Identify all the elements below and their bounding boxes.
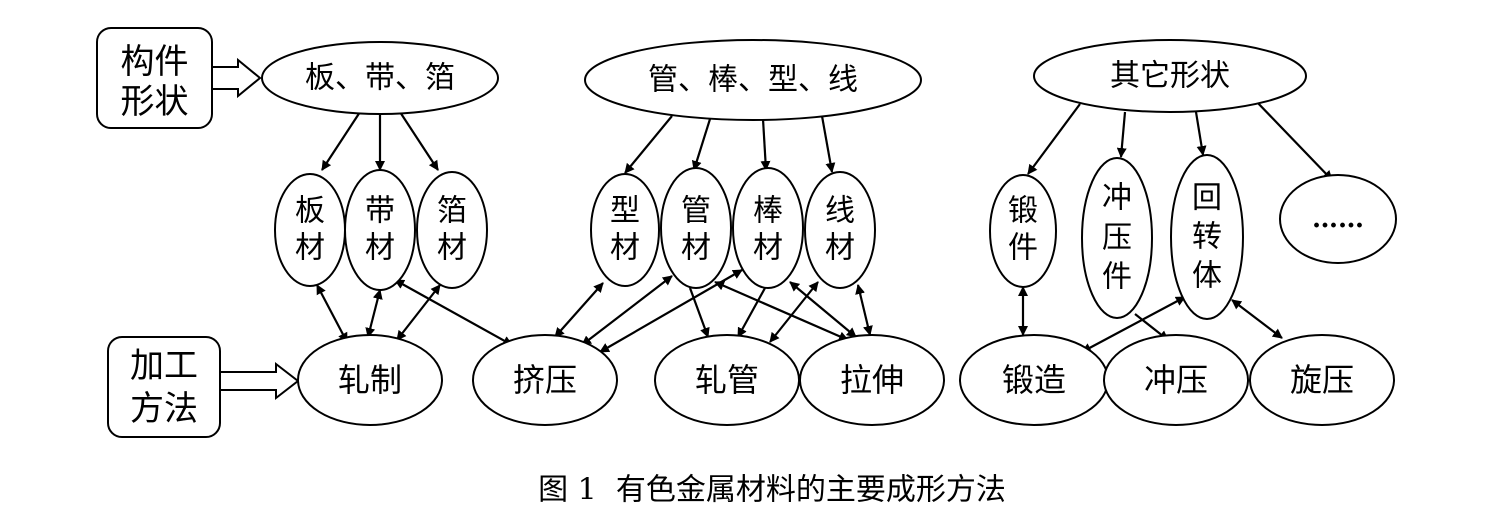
product-char: 体 (1192, 259, 1222, 294)
edge-long-to-wire (820, 115, 836, 173)
method-rolling: 轧制 (297, 334, 443, 426)
method-drawing: 拉伸 (799, 334, 945, 426)
shape-side-label: 构件 形状 (96, 27, 213, 129)
product-char: 材 (753, 231, 783, 266)
side-label-line: 加工 (130, 346, 198, 386)
method-label: 轧管 (695, 361, 759, 399)
side-label-line: 形状 (121, 82, 189, 122)
edge-other-to-stamping (1116, 111, 1127, 158)
category-label: 其它形状 (1110, 59, 1230, 94)
side-label-line: 方法 (130, 389, 198, 429)
edge-long-to-profile (624, 115, 673, 174)
product-profile: 型 材 (590, 173, 660, 287)
method-label: 拉伸 (840, 361, 904, 399)
method-label: 挤压 (513, 361, 577, 399)
method-stamping: 冲压 (1103, 334, 1249, 426)
edge-tube-drawing (714, 280, 849, 342)
product-char: 锻 (1008, 194, 1038, 229)
product-char: 冲 (1102, 181, 1132, 216)
product-foil: 箔 材 (416, 171, 488, 289)
product-char: 转 (1192, 220, 1222, 255)
product-tube: 管 材 (660, 167, 732, 289)
edge-tube-tuberolling (688, 287, 710, 338)
edge-revolved-spinning (1231, 299, 1283, 339)
edge-wire-drawing (855, 284, 873, 336)
product-char: 材 (437, 231, 467, 266)
edge-flat-to-plate (321, 111, 361, 171)
method-label: 旋压 (1290, 361, 1354, 399)
product-char: 材 (681, 231, 711, 266)
category-flat: 板、带、箔 (261, 41, 499, 115)
edge-plate-rolling (316, 284, 348, 343)
product-plate: 板 材 (274, 173, 346, 287)
edge-other-to-more (1254, 99, 1333, 181)
edge-bar-drawing (789, 281, 857, 338)
edge-wire-tuberolling (769, 281, 819, 343)
product-char: 带 (365, 194, 395, 229)
product-char: 材 (295, 231, 325, 266)
method-label: 锻造 (1002, 361, 1066, 399)
product-char: 材 (365, 231, 395, 266)
hollow-arrow-shape (211, 57, 262, 99)
category-label: 管、棒、型、线 (648, 63, 858, 98)
product-forging: 锻 件 (989, 174, 1057, 288)
product-char: 压 (1102, 221, 1132, 256)
product-char: 件 (1102, 260, 1132, 295)
side-label-line: 构件 (121, 42, 189, 82)
method-forging: 锻造 (959, 334, 1109, 426)
edge-profile-extrusion (554, 282, 604, 338)
hollow-arrow-method (219, 361, 300, 401)
product-char: 材 (825, 231, 855, 266)
figure-caption: 图 1 有色金属材料的主要成形方法 (538, 473, 1006, 508)
product-revolved: 回 转 体 (1170, 154, 1244, 320)
edge-long-to-bar (760, 118, 771, 171)
method-tube-rolling: 轧管 (654, 334, 800, 426)
edge-bar-tuberolling (737, 287, 766, 338)
product-stamping: 冲 压 件 (1081, 157, 1153, 319)
edge-strip-extrusion (394, 279, 513, 346)
product-char: 箔 (437, 194, 467, 229)
edge-strip-rolling (365, 289, 383, 338)
product-more: …… (1279, 174, 1397, 264)
product-char: 线 (825, 194, 855, 229)
method-side-label: 加工 方法 (107, 336, 221, 438)
category-label: 板、带、箔 (305, 61, 455, 96)
product-char: 棒 (753, 194, 783, 229)
method-extrusion: 挤压 (472, 334, 618, 426)
product-wire: 线 材 (804, 171, 876, 289)
product-bar: 棒 材 (732, 167, 804, 289)
method-spinning: 旋压 (1249, 334, 1395, 426)
product-char: 回 (1192, 181, 1222, 216)
product-strip: 带 材 (344, 169, 416, 291)
method-label: 轧制 (338, 361, 402, 399)
product-char: 板 (295, 194, 325, 229)
edge-long-to-tube (691, 118, 712, 171)
edges (316, 99, 1333, 353)
product-char: 材 (610, 231, 640, 266)
category-other: 其它形状 (1033, 39, 1307, 113)
edge-revolved-forging (1081, 296, 1186, 353)
product-char: 管 (681, 194, 711, 229)
category-long: 管、棒、型、线 (584, 39, 922, 121)
method-label: 冲压 (1144, 361, 1208, 399)
product-char: 型 (610, 194, 640, 229)
edge-other-to-revolved (1194, 111, 1207, 156)
ellipsis-label: …… (1312, 204, 1364, 234)
edge-other-to-forging (1027, 103, 1081, 175)
product-char: 件 (1008, 231, 1038, 266)
edge-flat-to-foil (399, 111, 439, 171)
